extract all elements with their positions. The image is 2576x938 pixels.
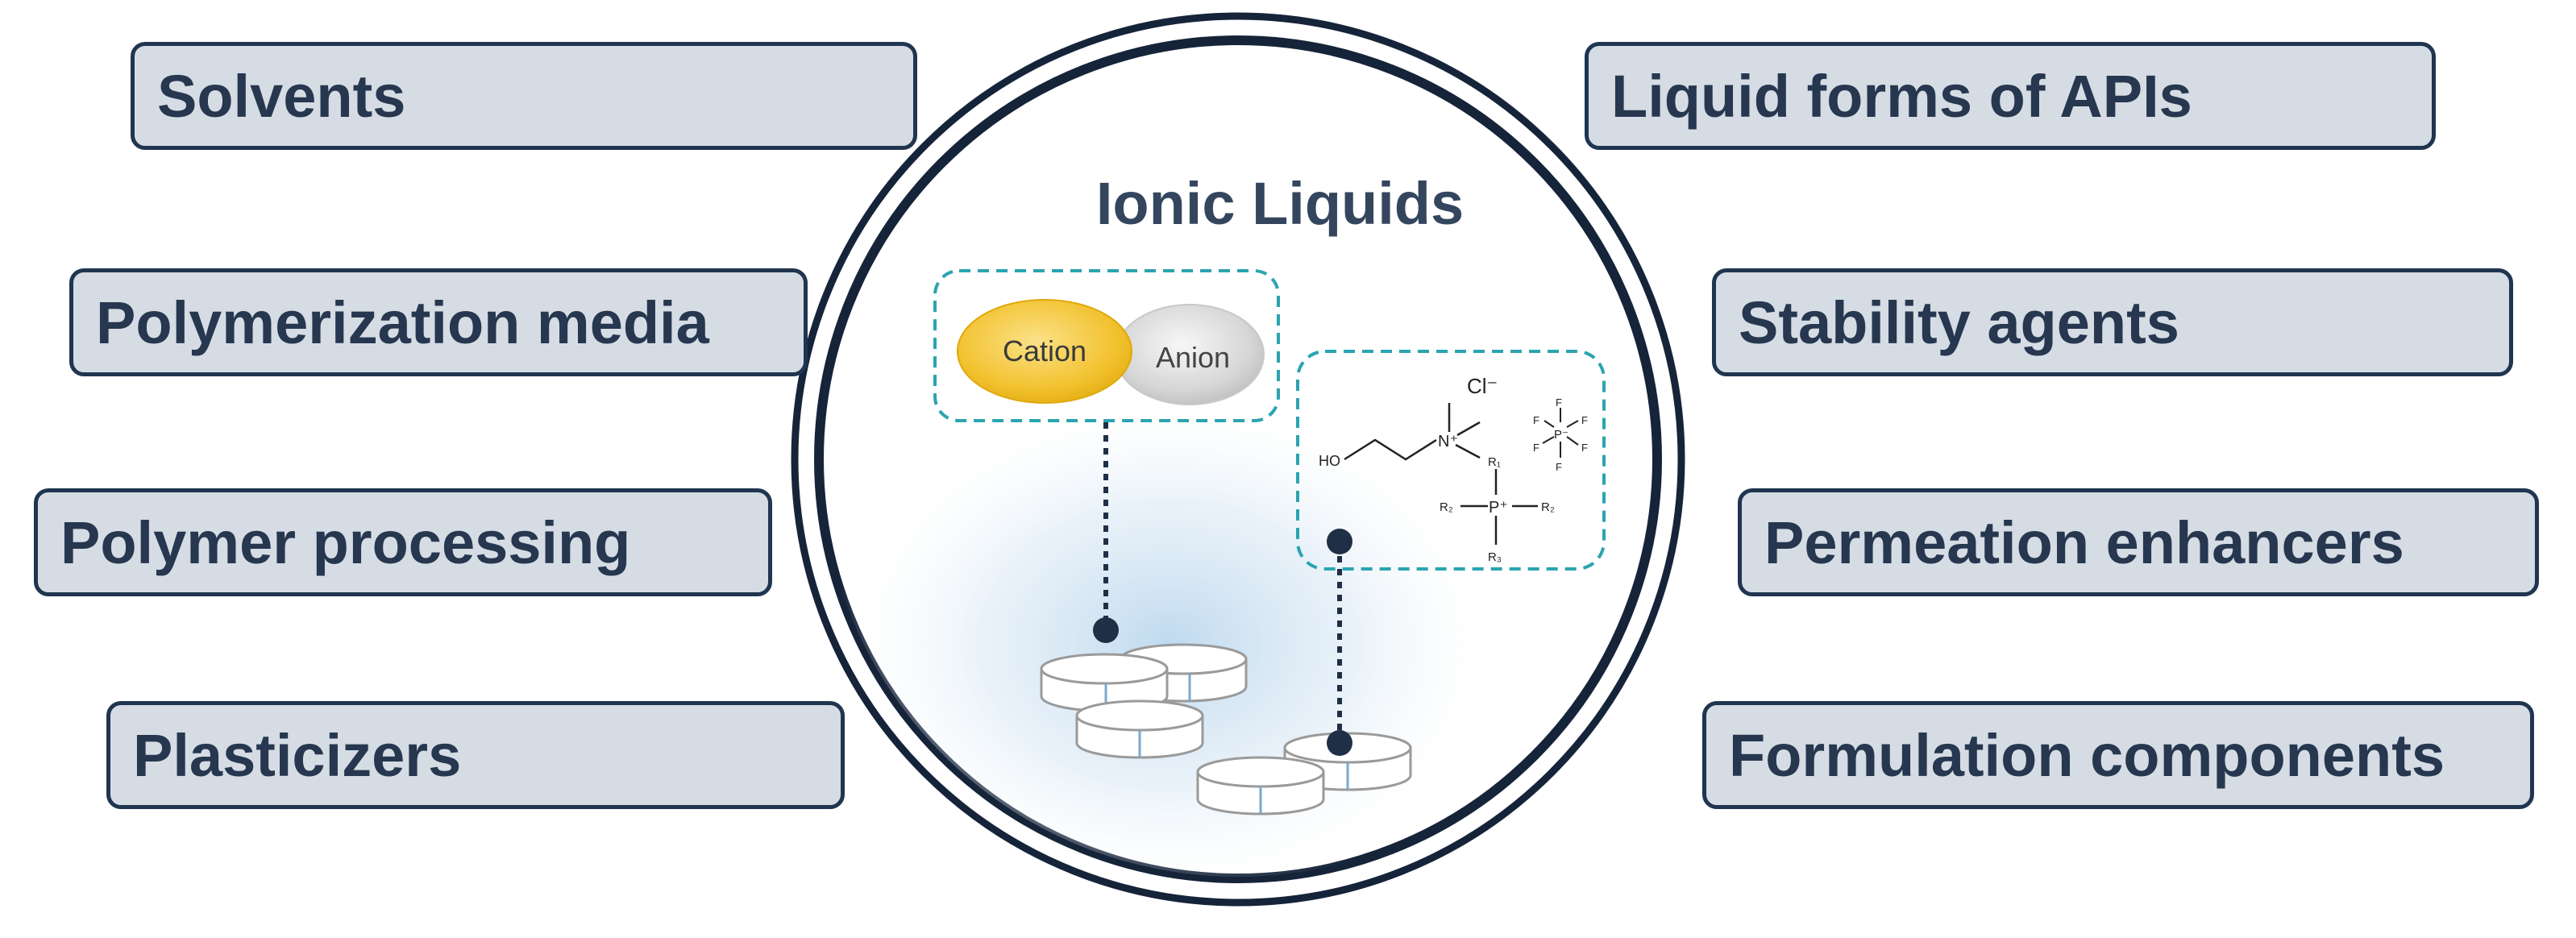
r1-label: R₁ bbox=[1488, 455, 1501, 469]
fluorine-label: F bbox=[1556, 396, 1562, 409]
structures-frame bbox=[1296, 350, 1606, 571]
application-label: Plasticizers bbox=[133, 721, 462, 789]
application-label: Formulation components bbox=[1729, 721, 2445, 789]
fluorine-label: F bbox=[1533, 414, 1539, 426]
right-connector-top-dot bbox=[1327, 529, 1352, 554]
pf6-p-label: P⁻ bbox=[1554, 428, 1568, 442]
application-box-plasticizers: Plasticizers bbox=[106, 701, 845, 809]
application-box-polymer-processing: Polymer processing bbox=[34, 488, 772, 596]
application-box-polymerization-media: Polymerization media bbox=[69, 268, 808, 376]
cation-ellipse bbox=[957, 299, 1132, 404]
application-label: Stability agents bbox=[1739, 288, 2179, 356]
fluorine-label: F bbox=[1581, 442, 1588, 454]
anion-label: Anion bbox=[1156, 341, 1230, 374]
r2-right-label: R₂ bbox=[1541, 500, 1555, 514]
application-box-stability-agents: Stability agents bbox=[1712, 268, 2513, 376]
application-box-liquid-forms-of-apis: Liquid forms of APIs bbox=[1585, 42, 2436, 150]
application-label: Polymer processing bbox=[60, 508, 631, 576]
application-label: Liquid forms of APIs bbox=[1611, 62, 2192, 130]
application-box-solvents: Solvents bbox=[131, 42, 917, 150]
fluorine-label: F bbox=[1581, 414, 1588, 426]
pf6-structure bbox=[1542, 408, 1579, 458]
application-label: Permeation enhancers bbox=[1764, 508, 2404, 576]
n-plus-label: N⁺ bbox=[1438, 433, 1458, 450]
right-connector-bottom-dot bbox=[1327, 730, 1352, 756]
chloride-label: Cl⁻ bbox=[1467, 374, 1498, 398]
p-plus-label: P⁺ bbox=[1489, 499, 1508, 517]
phosphonium-structure bbox=[1460, 469, 1538, 545]
application-label: Solvents bbox=[157, 62, 406, 130]
ho-label: HO bbox=[1319, 453, 1340, 469]
application-label: Polymerization media bbox=[96, 288, 709, 356]
application-box-formulation-components: Formulation components bbox=[1702, 701, 2534, 809]
fluorine-label: F bbox=[1533, 442, 1539, 454]
r2-left-label: R₂ bbox=[1440, 500, 1453, 514]
center-title: Ionic Liquids bbox=[1096, 170, 1464, 237]
cation-label: Cation bbox=[1003, 334, 1086, 367]
application-box-permeation-enhancers: Permeation enhancers bbox=[1738, 488, 2539, 596]
tablet bbox=[1196, 756, 1325, 816]
choline-chloride-structure bbox=[1344, 403, 1481, 461]
left-connector-dot bbox=[1093, 617, 1119, 643]
tablet-group-left bbox=[1040, 643, 1248, 759]
ion-pair-frame bbox=[933, 269, 1280, 422]
fluorine-label: F bbox=[1556, 461, 1562, 473]
r3-label: R₃ bbox=[1488, 550, 1502, 564]
tablet bbox=[1075, 699, 1204, 759]
